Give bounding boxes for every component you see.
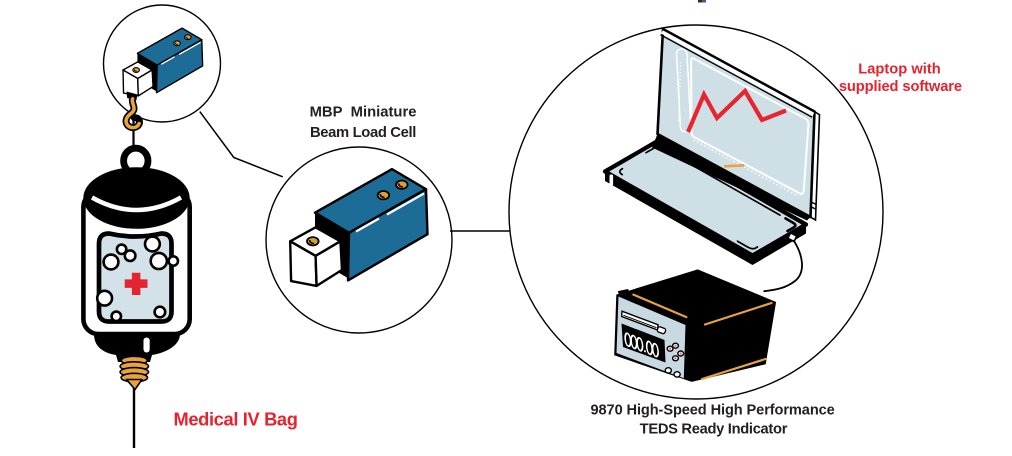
svg-text:MBP Miniature: MBP Miniature	[310, 104, 417, 120]
svg-text:Beam Load Cell: Beam Load Cell	[310, 125, 416, 141]
svg-text:Laptop with: Laptop with	[858, 62, 940, 78]
svg-text:Medical IV Bag: Medical IV Bag	[173, 409, 297, 430]
svg-text:supplied software: supplied software	[839, 79, 962, 95]
svg-text:9870 High-Speed High Performan: 9870 High-Speed High Performance	[591, 403, 835, 419]
svg-text:TEDS Ready Indicator: TEDS Ready Indicator	[640, 422, 788, 438]
